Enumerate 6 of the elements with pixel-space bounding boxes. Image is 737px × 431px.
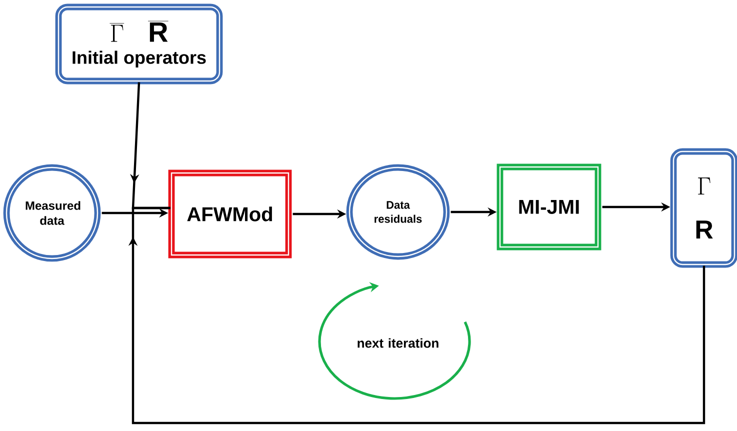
operator-box: $\overline{\Gamma}$ $\overline{\mathbf{R}}$ Initial operators (55, 4, 223, 84)
process-box: MI-JMI (496, 164, 602, 250)
arrow (128, 206, 706, 424)
process-box: AFWMod (168, 170, 292, 258)
loop-label: next iteration (358, 338, 438, 348)
operator-box: $\Gamma$ $\mathbf{R}$ (670, 148, 737, 268)
